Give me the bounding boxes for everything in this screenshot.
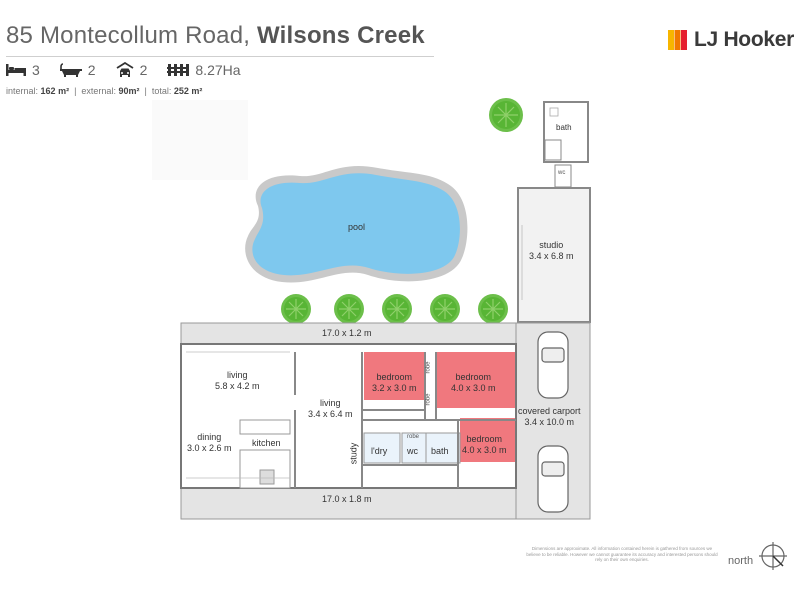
external-area: 90m²: [118, 86, 140, 96]
logo-mark-icon: [668, 30, 687, 50]
robe-label-1: robe: [425, 361, 432, 374]
disclaimer-text: Dimensions are approximate. All informat…: [526, 546, 718, 562]
pool-label: pool: [348, 222, 366, 232]
bath-label: bath: [431, 446, 449, 456]
beds-stat: 3: [6, 62, 40, 78]
property-title: 85 Montecollum Road, Wilsons Creek: [6, 22, 425, 50]
floor-areas: internal: 162 m² | external: 90m² | tota…: [6, 86, 203, 96]
beds-count: 3: [32, 62, 40, 78]
baths-stat: 2: [59, 62, 96, 78]
property-suburb: Wilsons Creek: [257, 22, 425, 49]
trees: [281, 98, 523, 324]
robe-label-3: robe: [407, 434, 420, 440]
total-area: 252 m²: [173, 86, 203, 96]
study-label: study: [348, 442, 359, 465]
north-arrow-icon: [759, 542, 787, 570]
kitchen-fixtures: [239, 419, 291, 489]
cars-count: 2: [139, 62, 148, 78]
robe-label-2: robe: [425, 393, 432, 406]
bathtub-icon: [59, 63, 82, 77]
kitchen-label: kitchen: [252, 438, 281, 448]
deck-bottom-label: 17.0 x 1.8 m: [322, 494, 372, 504]
baths-count: 2: [87, 62, 96, 78]
property-stats: 3 2 2 8.27Ha: [6, 62, 261, 78]
land-size: 8.27Ha: [195, 62, 241, 78]
internal-area: 162 m²: [40, 86, 70, 96]
bed-icon: [6, 64, 26, 76]
fence-icon: [167, 64, 190, 76]
header-divider: [6, 56, 434, 57]
cars-stat: 2: [116, 62, 148, 78]
car-icons: [537, 331, 569, 513]
north-label: north: [728, 555, 754, 567]
bath-top-label: bath: [556, 123, 572, 132]
wc-top-label: wc: [558, 170, 566, 176]
garage-icon: [116, 62, 134, 77]
brand-logo: LJ Hooker: [668, 28, 794, 52]
deck-top-label: 17.0 x 1.2 m: [322, 328, 372, 338]
property-address: 85 Montecollum Road,: [6, 22, 251, 49]
land-stat: 8.27Ha: [167, 62, 241, 78]
wc-label: wc: [407, 446, 418, 456]
brand-name: LJ Hooker: [694, 28, 794, 51]
laundry-label: l'dry: [371, 446, 388, 456]
